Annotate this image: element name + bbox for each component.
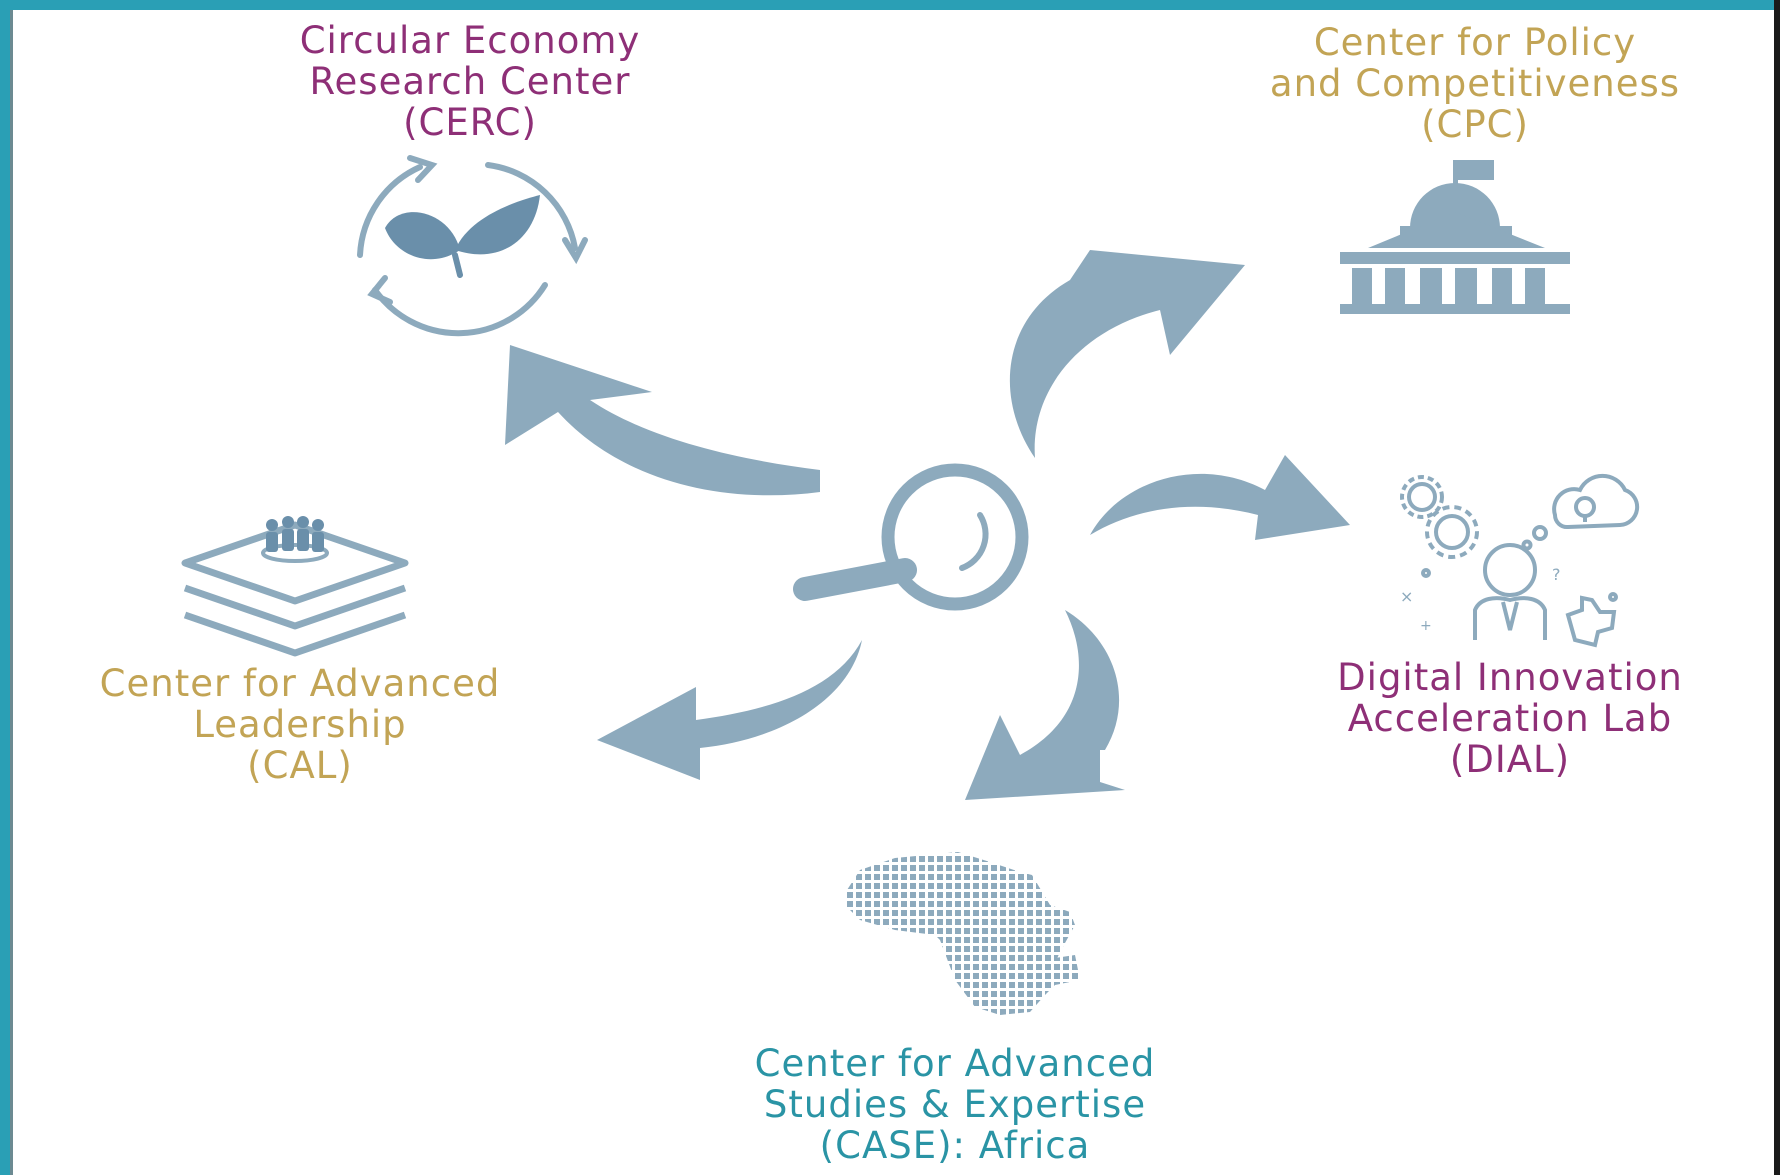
frame-left-inner-border bbox=[10, 10, 13, 1175]
cpc-line-2: and Competitiveness bbox=[1269, 62, 1681, 105]
leadership-stack-icon bbox=[181, 516, 409, 657]
arrow-to-case bbox=[965, 610, 1125, 800]
dial-label: Digital Innovation Acceleration Lab (DIA… bbox=[1280, 657, 1740, 780]
case-label: Center for Advanced Studies & Expertise … bbox=[700, 1043, 1210, 1166]
arrow-to-dial bbox=[1090, 455, 1350, 540]
frame-left-border bbox=[0, 0, 10, 1175]
innovator-gears-icon: ? × + bbox=[1400, 473, 1640, 648]
dial-line-3: (DIAL) bbox=[1449, 738, 1571, 781]
svg-text:?: ? bbox=[1552, 565, 1561, 584]
case-line-2: Studies & Expertise bbox=[763, 1083, 1147, 1126]
arrow-to-cal bbox=[597, 640, 862, 780]
svg-text:×: × bbox=[1400, 587, 1413, 606]
dial-line-1: Digital Innovation bbox=[1337, 656, 1683, 699]
government-building-icon bbox=[1340, 160, 1570, 314]
cpc-line-1: Center for Policy bbox=[1313, 21, 1637, 64]
africa-map-icon bbox=[845, 852, 1080, 1015]
dial-line-2: Acceleration Lab bbox=[1347, 697, 1673, 740]
cal-label: Center for Advanced Leadership (CAL) bbox=[50, 663, 550, 786]
cpc-line-3: (CPC) bbox=[1421, 103, 1529, 146]
case-line-3: (CASE): Africa bbox=[819, 1124, 1091, 1167]
cerc-line-1: Circular Economy bbox=[299, 19, 641, 62]
recycle-leaf-icon bbox=[357, 155, 588, 337]
cal-line-1: Center for Advanced bbox=[99, 662, 501, 705]
frame-right-border bbox=[1774, 0, 1780, 1175]
arrow-to-cpc bbox=[1009, 250, 1245, 458]
cal-line-2: Leadership bbox=[193, 703, 407, 746]
cal-line-3: (CAL) bbox=[247, 744, 353, 787]
cerc-line-2: Research Center bbox=[309, 60, 631, 103]
frame-top-border bbox=[0, 0, 1780, 10]
cerc-line-3: (CERC) bbox=[403, 101, 537, 144]
magnifying-glass-icon bbox=[793, 463, 1029, 611]
svg-text:+: + bbox=[1420, 618, 1432, 634]
cerc-label: Circular Economy Research Center (CERC) bbox=[230, 20, 710, 143]
arrow-to-cerc bbox=[505, 345, 820, 496]
cpc-label: Center for Policy and Competitiveness (C… bbox=[1205, 22, 1745, 145]
case-line-1: Center for Advanced bbox=[754, 1042, 1156, 1085]
